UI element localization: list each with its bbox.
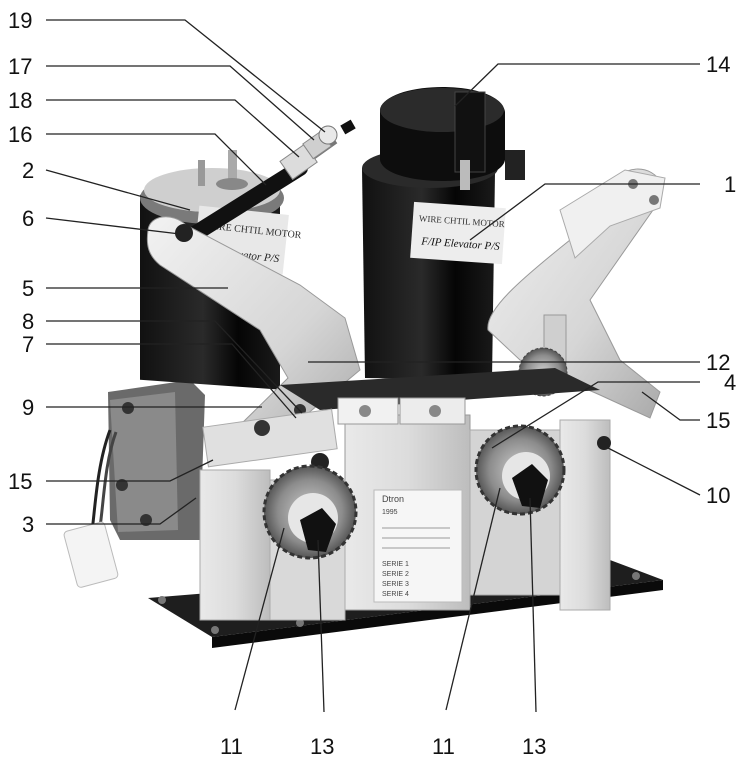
pushrod: [177, 160, 308, 248]
screw: [140, 514, 152, 526]
callout-8: 8: [22, 309, 34, 334]
leader-11-right: [445, 487, 501, 711]
nameplate-line: SERIE 2: [382, 571, 409, 578]
callout-5: 5: [22, 276, 34, 301]
pivot-screw: [175, 224, 193, 242]
callout-4: 4: [724, 370, 736, 395]
callout-2: 2: [22, 158, 34, 183]
center-block-hole: [429, 405, 441, 417]
leader-7: [46, 343, 297, 419]
right-motor-label-text: F/IP Elevator P/S: [420, 235, 501, 253]
callout-12: 12: [706, 350, 730, 375]
motor-terminal: [198, 160, 205, 186]
right-knob: [512, 464, 548, 508]
leader-4: [491, 381, 700, 449]
callout-14: 14: [706, 52, 730, 77]
callout-13-right: 13: [522, 734, 546, 759]
right-motor-label: [410, 201, 506, 265]
center-block-hole: [359, 405, 371, 417]
callout-13-left: 13: [310, 734, 334, 759]
nameplate-line: SERIE 1: [382, 561, 409, 568]
callout-3: 3: [22, 512, 34, 537]
link-bar: [202, 408, 338, 468]
nameplate-line: 1995: [382, 509, 398, 516]
screw: [254, 420, 270, 436]
base-plate-edge: [212, 580, 663, 648]
left-knob: [300, 508, 336, 552]
callout-1: 1: [724, 172, 736, 197]
screw: [116, 479, 128, 491]
callout-17: 17: [8, 54, 32, 79]
nameplate-line: SERIE 3: [382, 581, 409, 588]
leader-3: [46, 497, 197, 525]
leader-14: [454, 63, 700, 107]
cap-screw: [505, 150, 525, 180]
motor-terminal: [228, 150, 237, 184]
lever-hole: [649, 195, 659, 205]
callout-11-right: 11: [432, 734, 455, 759]
callout-19: 19: [8, 8, 32, 33]
base-hole: [158, 596, 166, 604]
callout-7: 7: [22, 332, 34, 357]
leader-15-left: [46, 459, 214, 482]
callout-15-left: 15: [8, 469, 32, 494]
illustration: WIRE CHTIL MOTOR Elevator P/S WIRE CHTIL…: [63, 87, 666, 648]
leader-lines: [45, 19, 701, 713]
top-link: [559, 169, 666, 259]
leader-10: [607, 447, 701, 496]
leader-13-left: [317, 539, 325, 713]
nameplate-line: SERIE 4: [382, 591, 409, 598]
connector: [63, 521, 119, 588]
base-hole: [632, 572, 640, 580]
nameplate-text: Dtron 1995 SERIE 1 SERIE 2 SERIE 3 SERIE…: [382, 494, 409, 598]
base-hole: [211, 626, 219, 634]
callout-10: 10: [706, 483, 730, 508]
callout-16: 16: [8, 122, 32, 147]
leader-17: [46, 65, 315, 141]
leader-16: [46, 133, 267, 186]
right-motor-body: [362, 168, 495, 380]
leader-6: [45, 217, 181, 235]
cap-post: [460, 160, 470, 190]
callout-15-right: 15: [706, 408, 730, 433]
callout-11-left: 11: [220, 734, 243, 759]
callout-6: 6: [22, 206, 34, 231]
leader-2: [45, 169, 191, 211]
small-screw: [340, 119, 356, 135]
callout-9: 9: [22, 395, 34, 420]
right-pillar: [559, 419, 611, 611]
leader-19: [46, 19, 326, 133]
nameplate: [373, 489, 463, 603]
leader-1: [469, 183, 700, 241]
motor-terminal-base: [216, 178, 248, 190]
left-pillar: [199, 469, 271, 621]
leader-15-right: [641, 391, 700, 421]
leader-8: [46, 320, 303, 414]
callout-18: 18: [8, 88, 32, 113]
callout-labels: 19 17 18 16 2 6 5 8 7 9 15 3 14 1 12 4 1…: [8, 8, 736, 759]
screw: [122, 402, 134, 414]
nameplate-line: Dtron: [382, 494, 404, 504]
leader-11-left: [234, 527, 285, 711]
base-hole: [296, 619, 304, 627]
leader-18: [46, 99, 300, 158]
cap-clip: [454, 91, 486, 173]
screw: [597, 436, 611, 450]
leader-13-right: [529, 497, 537, 713]
side-gearbox-face: [110, 392, 178, 532]
